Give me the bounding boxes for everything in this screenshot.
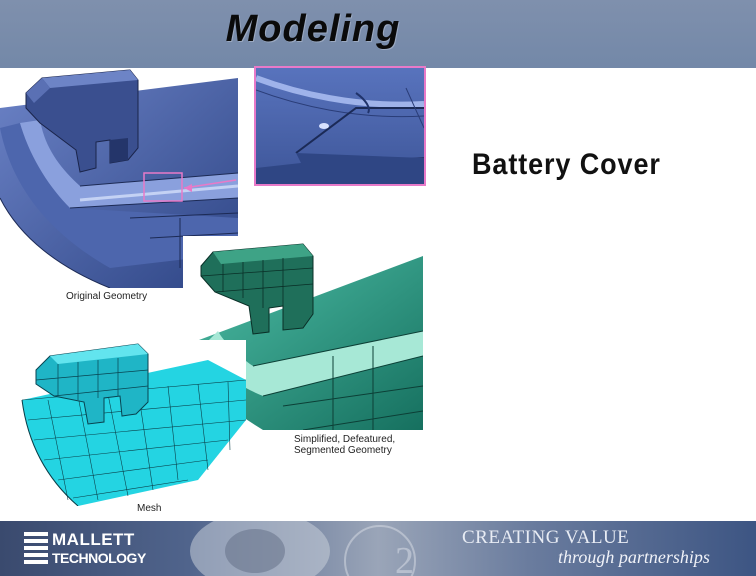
caption-segmented-line2: Segmented Geometry — [294, 445, 392, 456]
logo-text-line2: TECHNOLOGY — [52, 550, 146, 566]
original-geometry-image — [0, 68, 238, 288]
header-bar — [0, 0, 756, 68]
slide-subtitle: Battery Cover — [472, 148, 661, 181]
caption-segmented-line1: Simplified, Defeatured, — [294, 434, 396, 445]
caption-original-geometry: Original Geometry — [66, 291, 148, 302]
svg-text:2: 2 — [395, 540, 414, 576]
slogan-line1: CREATING VALUE — [462, 527, 630, 548]
caption-mesh: Mesh — [137, 503, 162, 514]
zoom-detail-image — [254, 66, 426, 186]
mesh-image — [18, 340, 246, 506]
company-logo: MALLETT TECHNOLOGY — [24, 530, 148, 570]
caption-segmented-geometry: Simplified, Defeatured, Segmented Geomet… — [294, 434, 395, 456]
slide-title: Modeling — [225, 8, 401, 50]
slogan-line2: through partnerships — [558, 547, 710, 567]
footer-bar: 2 — [0, 521, 756, 576]
logo-stripes-icon — [24, 532, 48, 564]
logo-text-line1: MALLETT — [52, 530, 135, 549]
